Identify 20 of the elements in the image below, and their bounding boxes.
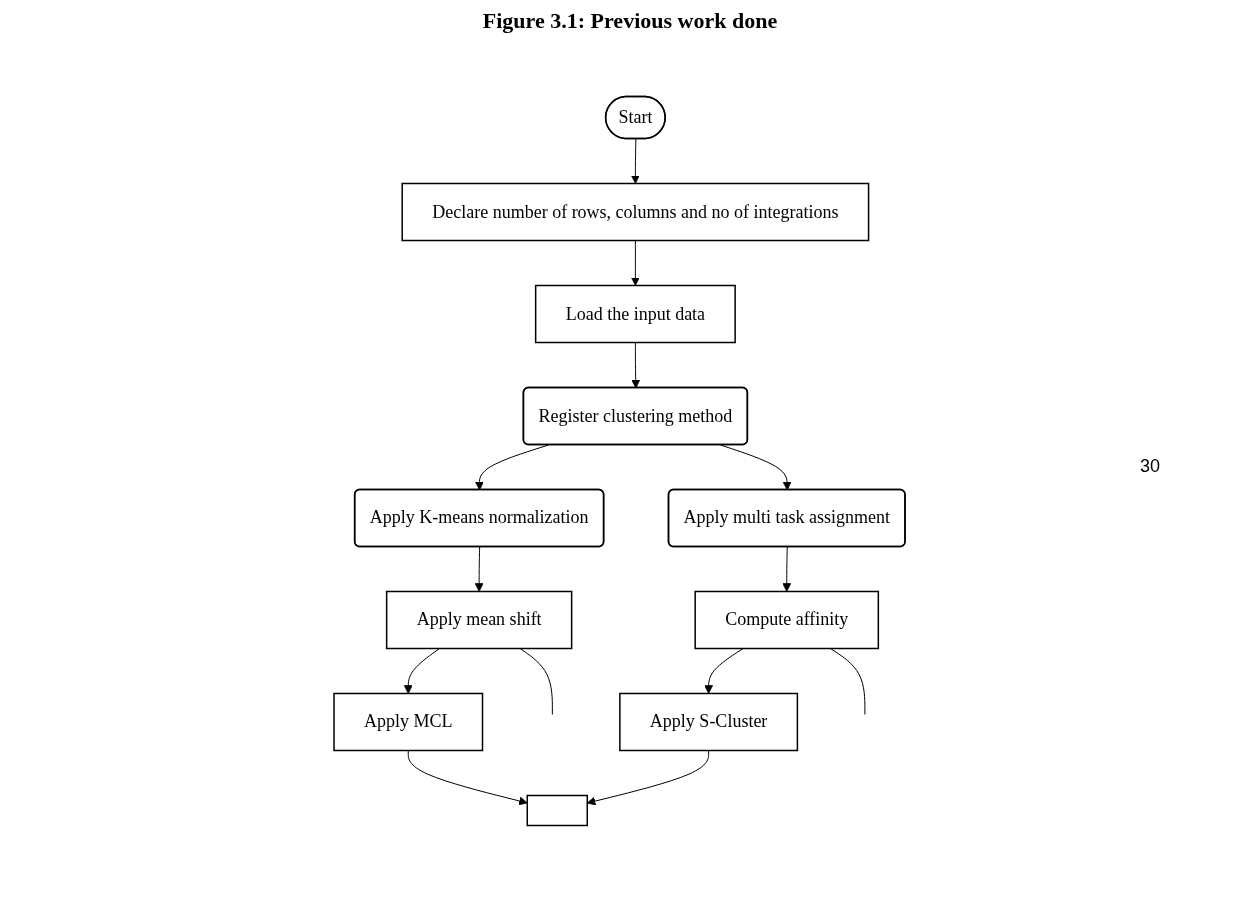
page-number: 30 bbox=[1140, 456, 1160, 477]
arrow bbox=[720, 444, 792, 491]
arrow bbox=[782, 546, 792, 592]
figure-title: Figure 3.1: Previous work done bbox=[481, 8, 779, 34]
connector bbox=[830, 648, 866, 715]
arrow bbox=[587, 750, 710, 806]
node-box: Load the input data bbox=[535, 284, 737, 344]
arrow bbox=[631, 138, 641, 184]
arrow bbox=[631, 240, 641, 286]
node-box: Compute affinity bbox=[694, 590, 880, 650]
node-box: Apply mean shift bbox=[386, 590, 573, 650]
arrow bbox=[404, 648, 441, 694]
node-box: Apply S-Cluster bbox=[619, 692, 799, 752]
node-box: Apply MCL bbox=[333, 692, 484, 752]
node-box: Declare number of rows, columns and no of integrations bbox=[401, 182, 870, 242]
node-box bbox=[527, 794, 589, 827]
arrow bbox=[475, 444, 550, 491]
arrow bbox=[631, 342, 641, 389]
connector bbox=[520, 648, 554, 715]
arrow bbox=[475, 546, 484, 592]
